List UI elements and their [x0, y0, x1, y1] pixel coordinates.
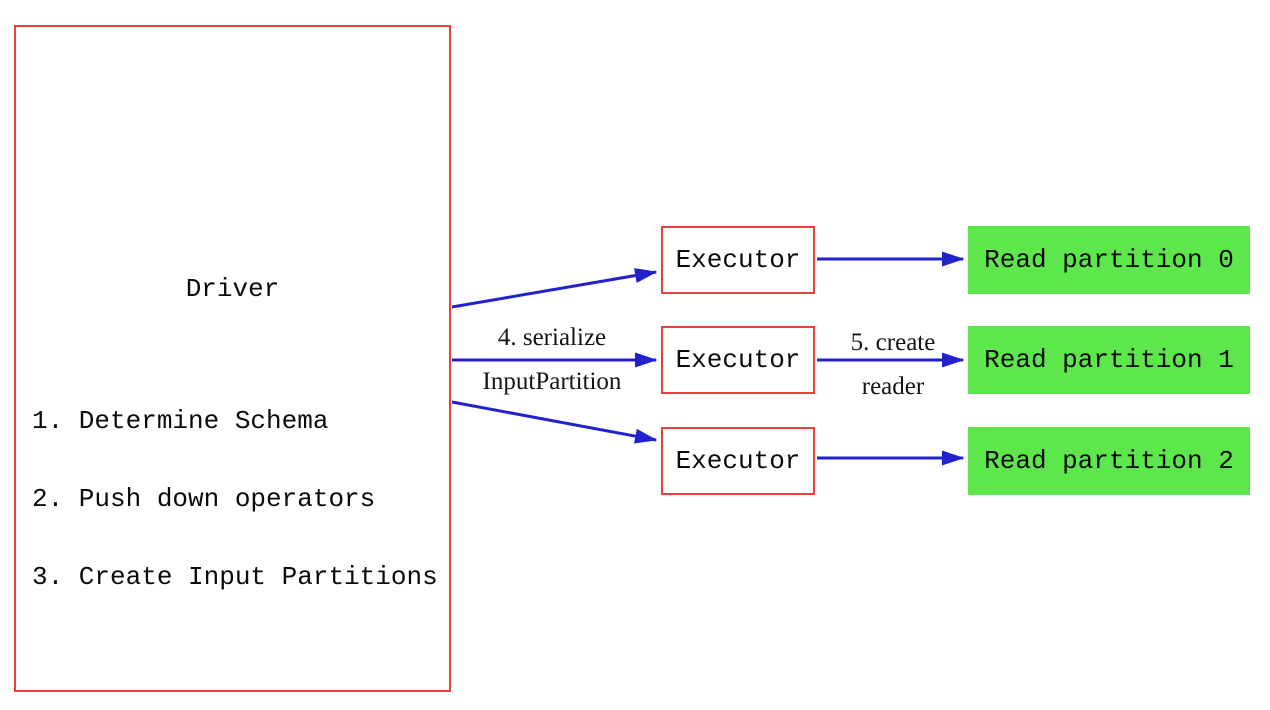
edge-label-serialize-line1: 4. serialize	[497, 324, 607, 351]
read-partition-box-2: Read partition 2	[968, 427, 1250, 495]
edge-label-serialize-line2: InputPartition	[482, 368, 622, 395]
edge-label-create-reader: 5. create reader	[793, 310, 993, 420]
edge-label-create-reader-line2: reader	[861, 373, 925, 400]
driver-title: Driver	[185, 274, 280, 304]
executor-label-2: Executor	[675, 446, 801, 476]
arrow-driver-to-executor-0	[451, 268, 658, 309]
executor-label-1: Executor	[675, 345, 801, 375]
driver-step-1: 1. Determine Schema	[32, 406, 329, 436]
edge-label-serialize: 4. serialize InputPartition	[442, 305, 662, 415]
edge-label-create-reader-line1: 5. create	[850, 329, 936, 356]
read-partition-label-0: Read partition 0	[984, 245, 1234, 275]
driver-steps: 1. Determine Schema 2. Push down operato…	[32, 356, 438, 642]
executor-box-2: Executor	[661, 427, 815, 495]
driver-step-2: 2. Push down operators	[32, 484, 376, 514]
read-partition-label-2: Read partition 2	[984, 446, 1234, 476]
executor-box-1: Executor	[661, 326, 815, 394]
read-partition-box-0: Read partition 0	[968, 226, 1250, 294]
read-partition-label-1: Read partition 1	[984, 345, 1234, 375]
read-partition-box-1: Read partition 1	[968, 326, 1250, 394]
executor-box-0: Executor	[661, 226, 815, 294]
executor-label-0: Executor	[675, 245, 801, 275]
driver-box	[14, 25, 451, 692]
driver-step-3: 3. Create Input Partitions	[32, 562, 438, 592]
